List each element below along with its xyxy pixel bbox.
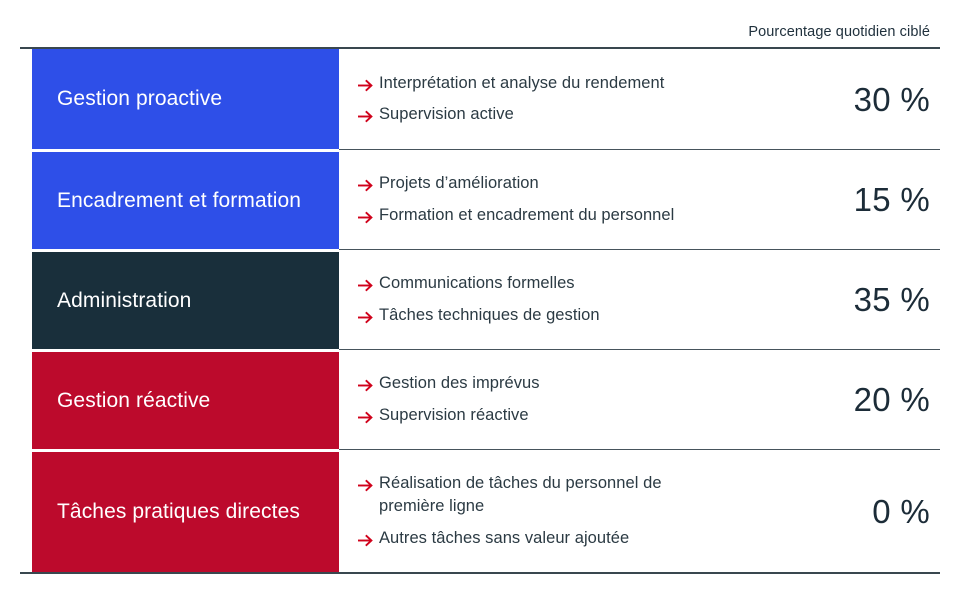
category-block: Encadrement et formation	[32, 149, 339, 249]
list-item-label: Gestion des imprévus	[379, 374, 540, 393]
arrow-right-icon	[357, 472, 379, 492]
category-label: Gestion proactive	[57, 87, 223, 111]
value-cell: 0 %	[805, 449, 940, 572]
table-row: Gestion proactive Interprétation et anal…	[20, 49, 940, 149]
category-label: Tâches pratiques directes	[57, 500, 300, 524]
category-label: Encadrement et formation	[57, 188, 302, 212]
list-item-label: Tâches techniques de gestion	[379, 305, 600, 324]
value-cell: 35 %	[805, 249, 940, 349]
category-block: Administration	[32, 249, 339, 349]
list-item: Réalisation de tâches du personnel de pr…	[357, 472, 797, 519]
target-percentage-value: 30 %	[853, 80, 930, 118]
table-header: Pourcentage quotidien ciblé	[0, 0, 960, 47]
value-cell: 20 %	[805, 349, 940, 449]
arrow-right-icon	[357, 204, 379, 224]
category-table: Gestion proactive Interprétation et anal…	[20, 47, 940, 575]
arrow-right-icon	[357, 103, 379, 123]
category-block: Tâches pratiques directes	[32, 449, 339, 573]
list-item: Supervision réactive	[357, 404, 797, 427]
target-percentage-value: 0 %	[872, 492, 930, 530]
category-items: Communications formelles Tâches techniqu…	[339, 249, 805, 349]
category-items: Interprétation et analyse du rendement S…	[339, 49, 805, 149]
table-row: Administration Communications formelles	[20, 249, 940, 349]
value-cell: 15 %	[805, 149, 940, 249]
arrow-right-icon	[357, 304, 379, 324]
arrow-right-icon	[357, 72, 379, 92]
category-label: Administration	[57, 288, 192, 312]
category-block: Gestion proactive	[32, 49, 339, 149]
list-item-label: Réalisation de tâches du personnel de pr…	[379, 474, 662, 516]
table-row: Tâches pratiques directes Réalisation de…	[20, 449, 940, 573]
table-row: Gestion réactive Gestion des imprévus	[20, 349, 940, 449]
list-item: Autres tâches sans valeur ajoutée	[357, 527, 797, 550]
arrow-right-icon	[357, 172, 379, 192]
list-item: Interprétation et analyse du rendement	[357, 72, 797, 95]
list-item-label: Projets d’amélioration	[379, 174, 539, 193]
category-items: Gestion des imprévus Supervision réactiv…	[339, 349, 805, 449]
category-items: Réalisation de tâches du personnel de pr…	[339, 449, 805, 572]
target-percentage-value: 35 %	[853, 281, 930, 318]
category-block: Gestion réactive	[32, 349, 339, 449]
list-item-label: Autres tâches sans valeur ajoutée	[379, 528, 630, 547]
arrow-right-icon	[357, 272, 379, 292]
arrow-right-icon	[357, 404, 379, 424]
value-cell: 30 %	[805, 49, 940, 149]
category-label: Gestion réactive	[57, 388, 211, 412]
arrow-right-icon	[357, 372, 379, 392]
list-item: Projets d’amélioration	[357, 172, 797, 195]
list-item-label: Formation et encadrement du personnel	[379, 205, 675, 224]
list-item-label: Communications formelles	[379, 274, 575, 293]
list-item-label: Supervision réactive	[379, 405, 529, 424]
column-header-target-percentage: Pourcentage quotidien ciblé	[748, 23, 930, 40]
target-percentage-value: 15 %	[853, 181, 930, 218]
list-item-label: Supervision active	[379, 105, 514, 123]
table-row: Encadrement et formation Projets d’améli…	[20, 149, 940, 249]
list-item: Communications formelles	[357, 272, 797, 295]
category-items: Projets d’amélioration Formation et enca…	[339, 149, 805, 249]
list-item: Formation et encadrement du personnel	[357, 204, 797, 227]
list-item: Supervision active	[357, 103, 797, 126]
list-item-label: Interprétation et analyse du rendement	[379, 73, 665, 92]
list-item: Gestion des imprévus	[357, 372, 797, 395]
list-item: Tâches techniques de gestion	[357, 304, 797, 327]
arrow-right-icon	[357, 527, 379, 547]
target-percentage-value: 20 %	[853, 381, 930, 418]
